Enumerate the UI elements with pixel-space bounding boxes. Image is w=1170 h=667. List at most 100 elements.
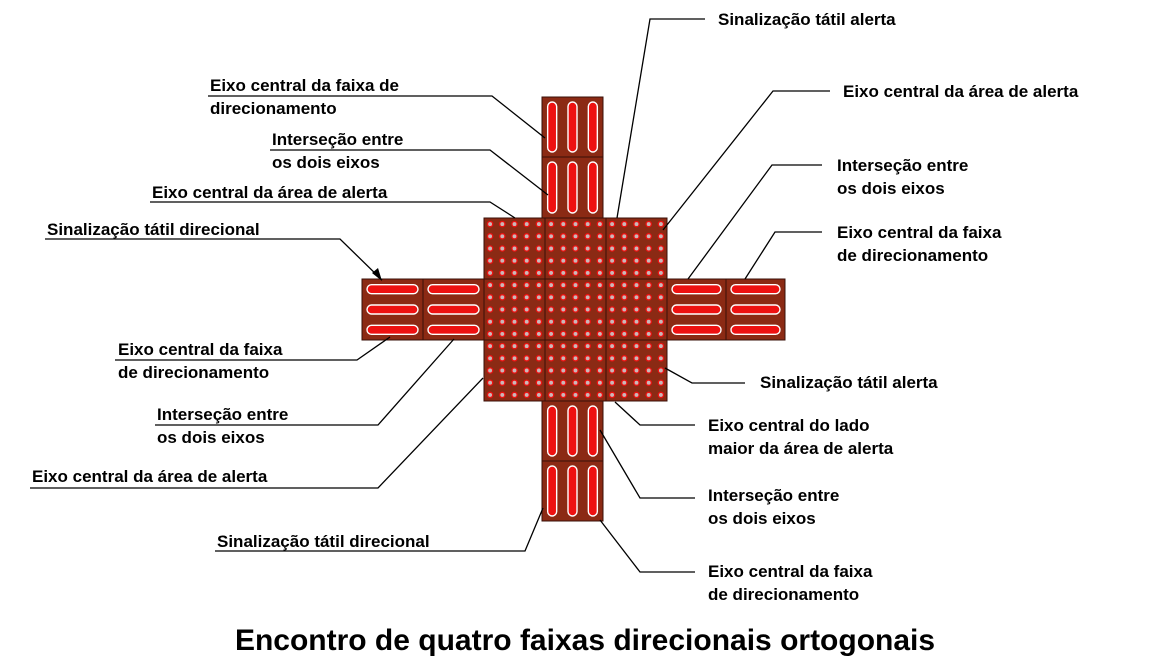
label-br2-line2: maior da área de alerta [708,439,894,458]
alert-dot [657,269,665,277]
alert-dot [608,342,616,350]
alert-dot [560,367,567,374]
directional-bar [546,101,558,153]
alert-dot [560,269,567,277]
leader-tr3 [744,231,822,280]
alert-dot [596,245,604,252]
alert-dot [486,269,494,277]
alert-dot [633,294,640,301]
leader-br3 [599,429,695,499]
alert-dot [596,342,604,350]
alert-dot [523,245,530,252]
alert-dot [523,220,530,228]
label-br2-line1: Eixo central do lado [708,416,870,435]
alert-dot [499,342,506,350]
diagram-title: Encontro de quatro faixas direcionais or… [235,624,935,657]
alert-dot [499,294,506,301]
directional-bar [567,405,578,457]
alert-dot [596,257,604,264]
alert-dot [486,281,494,289]
alert-dot [572,233,579,240]
alert-dot [572,391,579,399]
label-tl2-line1: Interseção entre [272,130,403,149]
alert-dot [633,367,640,374]
alert-dot [657,391,665,399]
alert-dot [535,257,543,264]
alert-dot [486,294,494,301]
alert-dot [560,355,567,362]
alert-dot [572,330,579,338]
alert-dot [584,355,591,362]
alert-dot [535,355,543,362]
directional-bar [567,101,578,153]
alert-dot [560,318,567,325]
alert-dot [572,306,579,313]
alert-dot [535,269,543,277]
alert-dot [547,330,555,338]
alert-dot [523,391,530,399]
alert-dot [547,342,555,350]
alert-dot [547,355,555,362]
directional-bar [427,324,480,336]
label-tl1-line2: direcionamento [210,99,337,118]
alert-dot [511,257,518,264]
alert-dot [535,342,543,350]
alert-dot [560,306,567,313]
directional-bar [671,324,722,336]
alert-dot [499,269,506,277]
alert-dot [499,306,506,313]
alert-dot [572,220,579,228]
alert-dot [584,294,591,301]
leader-top [616,18,705,219]
alert-dot [596,355,604,362]
alert-dot [499,257,506,264]
alert-dot [560,245,567,252]
alert-dot [511,379,518,386]
alert-dot [523,269,530,277]
alert-dot [572,367,579,374]
alert-dot [572,318,579,325]
alert-dot [657,257,665,264]
label-tr2-line1: Interseção entre [837,156,968,175]
leader-br1 [664,367,745,384]
alert-dot [511,342,518,350]
alert-dot [499,245,506,252]
directional-bar [366,304,419,315]
label-tl4: Sinalização tátil direcional [47,220,260,239]
alert-dot [535,233,543,240]
alert-dot [645,294,652,301]
alert-dot [572,281,579,289]
directional-bar [427,283,480,295]
alert-dot [535,245,543,252]
directional-bar [730,304,781,315]
alert-tile [605,278,668,341]
alert-dot [560,233,567,240]
alert-dot [511,294,518,301]
directional-bar [567,465,578,517]
alert-dot [596,379,604,386]
alert-dot [657,220,665,228]
alert-dot [633,220,640,228]
leader-bl2 [155,338,455,426]
alert-dot [523,318,530,325]
alert-dot [645,281,652,289]
alert-dot [621,281,628,289]
alert-dot [547,220,555,228]
alert-dot [633,330,640,338]
alert-dot [608,379,616,386]
alert-dot [547,257,555,264]
arrow-head-tl4 [372,268,382,281]
alert-dot [608,391,616,399]
alert-dot [645,367,652,374]
alert-dot [657,294,665,301]
alert-dot [499,318,506,325]
leader-tr1 [662,90,830,231]
directional-bar [366,324,419,336]
alert-dot [621,330,628,338]
alert-dot [608,355,616,362]
alert-dot [560,294,567,301]
alert-dot [633,257,640,264]
alert-dot [572,355,579,362]
label-bl2-line2: os dois eixos [157,428,265,447]
